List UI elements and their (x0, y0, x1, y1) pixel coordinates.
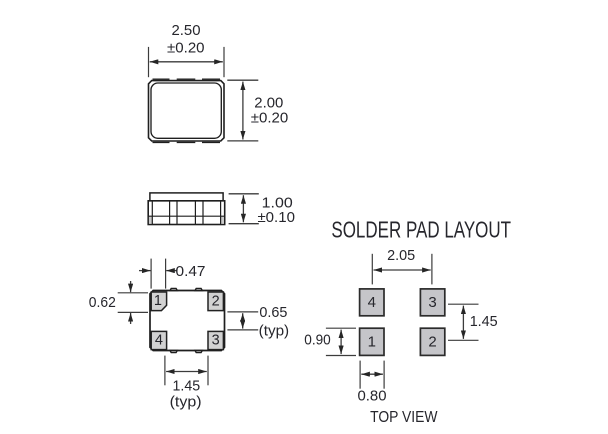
svg-text:(typ): (typ) (170, 394, 202, 411)
svg-text:±0.10: ±0.10 (257, 209, 295, 226)
svg-text:0.65: 0.65 (259, 304, 287, 321)
svg-text:2: 2 (212, 293, 220, 309)
svg-text:1: 1 (368, 333, 376, 350)
svg-text:SOLDER PAD LAYOUT: SOLDER PAD LAYOUT (331, 217, 511, 243)
svg-text:0.90: 0.90 (304, 332, 331, 349)
svg-text:2.50: 2.50 (172, 22, 201, 39)
svg-text:4: 4 (155, 333, 163, 349)
svg-text:0.80: 0.80 (358, 388, 387, 405)
svg-text:2: 2 (428, 333, 436, 350)
svg-text:(typ): (typ) (259, 323, 290, 340)
svg-text:0.62: 0.62 (89, 294, 116, 311)
svg-text:4: 4 (368, 294, 376, 311)
svg-text:3: 3 (428, 294, 436, 311)
svg-text:1.45: 1.45 (470, 313, 498, 330)
svg-text:0.47: 0.47 (176, 263, 206, 280)
svg-text:1: 1 (154, 293, 162, 309)
svg-text:1.00: 1.00 (262, 195, 293, 212)
svg-text:2.00: 2.00 (254, 95, 283, 112)
svg-text:±0.20: ±0.20 (167, 40, 205, 57)
svg-text:2.05: 2.05 (387, 247, 415, 264)
svg-text:±0.20: ±0.20 (251, 110, 289, 127)
svg-text:3: 3 (212, 333, 220, 349)
svg-text:TOP VIEW: TOP VIEW (370, 409, 438, 426)
svg-text:1.45: 1.45 (173, 378, 201, 395)
